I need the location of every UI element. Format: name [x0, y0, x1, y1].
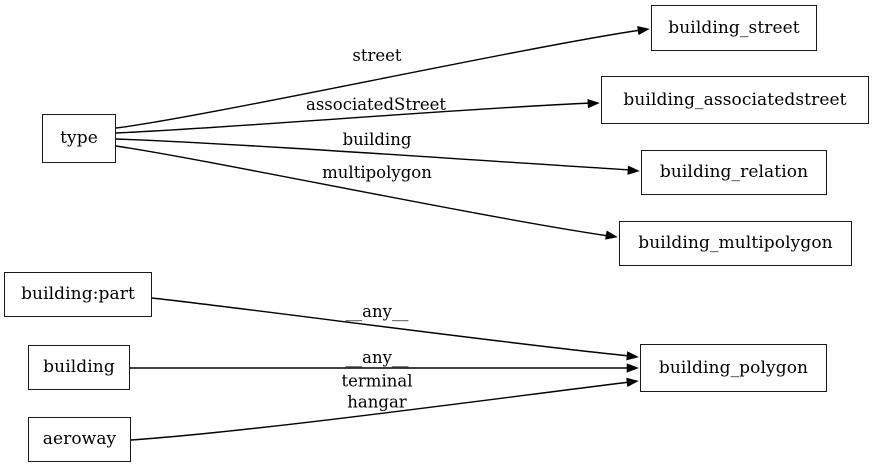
- node-label: building:part: [21, 284, 135, 304]
- arrowhead-type-to-building_relation: [627, 165, 640, 175]
- edge-type-to-building_multipolygon: [115, 145, 610, 237]
- edge-label-type-to-building_multipolygon: multipolygon: [322, 162, 432, 182]
- edge-label-building_part-to-building_polygon: __any__: [345, 301, 409, 321]
- arrowhead-aeroway-to-building_polygon: [626, 377, 639, 387]
- node-aeroway[interactable]: aeroway: [28, 417, 131, 462]
- node-label: type: [60, 128, 98, 148]
- node-label: building_relation: [659, 162, 809, 182]
- node-type[interactable]: type: [42, 114, 116, 163]
- node-building_street[interactable]: building_street: [651, 5, 817, 51]
- node-building_relation[interactable]: building_relation: [641, 150, 827, 195]
- node-building[interactable]: building: [28, 345, 130, 390]
- arrowhead-type-to-building_associatedstreet: [587, 98, 600, 109]
- node-label: building_polygon: [658, 357, 809, 378]
- node-label: building_multipolygon: [638, 233, 833, 253]
- node-label: aeroway: [42, 429, 117, 449]
- edge-label-type-to-building_relation: building: [342, 129, 412, 149]
- edge-label-building-to-building_polygon: __any__: [345, 347, 409, 367]
- node-building_part[interactable]: building:part: [4, 272, 152, 317]
- node-label: building_associatedstreet: [623, 89, 847, 110]
- edge-label-type-to-building_street: street: [352, 45, 402, 65]
- arrowhead-building-to-building_polygon: [626, 363, 639, 373]
- node-label: building_street: [668, 17, 800, 38]
- edge-label-type-to-building_associatedstreet: associatedStreet: [305, 94, 447, 114]
- edge-label-line: terminal: [341, 371, 413, 391]
- edge-label-line: hangar: [347, 393, 407, 412]
- arrowhead-type-to-building_street: [637, 25, 650, 36]
- arrowhead-building_part-to-building_polygon: [626, 351, 639, 361]
- arrowhead-type-to-building_multipolygon: [605, 230, 618, 240]
- node-building_polygon[interactable]: building_polygon: [640, 344, 827, 392]
- edge-label-aeroway-to-building_polygon: terminal hangar: [342, 371, 413, 414]
- node-building_multipolygon[interactable]: building_multipolygon: [619, 221, 852, 266]
- node-label: building: [43, 357, 115, 377]
- node-building_associatedstreet[interactable]: building_associatedstreet: [601, 76, 869, 124]
